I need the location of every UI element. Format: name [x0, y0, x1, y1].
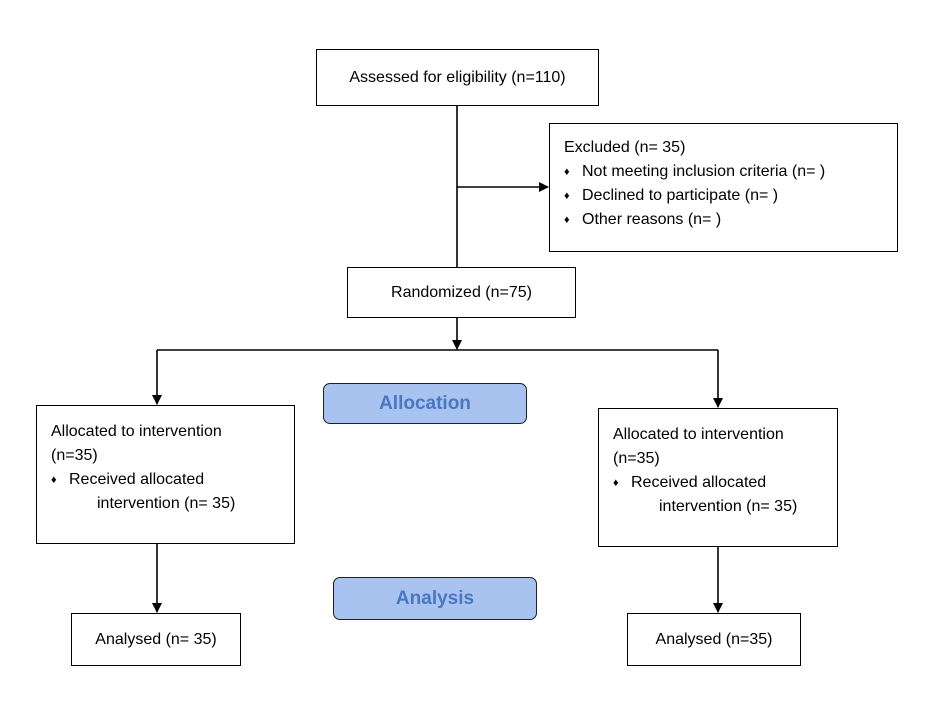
excluded-item: ♦ Not meeting inclusion criteria (n= ) [564, 160, 883, 184]
assessed-box: Assessed for eligibility (n=110) [316, 49, 599, 106]
right-allocation-box: Allocated to intervention (n=35) ♦ Recei… [598, 408, 838, 547]
right-analysed-box: Analysed (n=35) [627, 613, 801, 666]
left-allocation-box: Allocated to intervention (n=35) ♦ Recei… [36, 405, 295, 544]
randomized-text: Randomized (n=75) [391, 283, 532, 301]
excluded-item: ♦ Other reasons (n= ) [564, 208, 883, 232]
bullet-icon: ♦ [613, 477, 619, 489]
randomized-box: Randomized (n=75) [347, 267, 576, 318]
left-analysed-box: Analysed (n= 35) [71, 613, 241, 666]
right-received-count: intervention (n= 35) [659, 498, 798, 515]
bullet-icon: ♦ [564, 190, 570, 202]
bullet-icon: ♦ [564, 214, 570, 226]
allocation-stage-label: Allocation [323, 383, 527, 424]
right-received-line: ♦ Received allocated [613, 471, 823, 495]
excluded-box: Excluded (n= 35) ♦ Not meeting inclusion… [549, 123, 898, 252]
left-allocation-title: Allocated to intervention [51, 423, 222, 440]
excluded-title: Excluded (n= 35) [564, 139, 686, 156]
bullet-icon: ♦ [51, 474, 57, 486]
left-allocation-count: (n=35) [51, 447, 98, 464]
bullet-icon: ♦ [564, 166, 570, 178]
assessed-text: Assessed for eligibility (n=110) [349, 68, 566, 86]
right-analysed-text: Analysed (n=35) [655, 630, 773, 648]
left-received-count: intervention (n= 35) [97, 495, 236, 512]
left-analysed-text: Analysed (n= 35) [95, 630, 217, 648]
analysis-stage-label: Analysis [333, 577, 537, 620]
excluded-item: ♦ Declined to participate (n= ) [564, 184, 883, 208]
right-allocation-count: (n=35) [613, 450, 660, 467]
left-received-line: ♦ Received allocated [51, 468, 280, 492]
right-allocation-title: Allocated to intervention [613, 426, 784, 443]
